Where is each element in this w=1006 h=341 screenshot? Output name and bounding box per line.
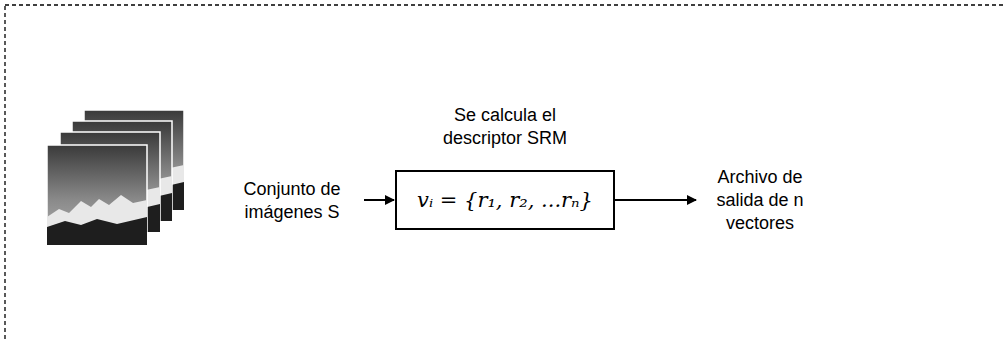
image-thumbnail — [47, 145, 147, 245]
input-label: Conjunto de imágenes S — [222, 178, 362, 224]
process-node: Se calcula el descriptor SRM vᵢ = {r₁, r₂… — [395, 104, 615, 230]
formula: vᵢ = {r₁, r₂, ...rₙ} — [407, 187, 603, 213]
process-heading: Se calcula el descriptor SRM — [430, 104, 580, 150]
output-arrow — [615, 199, 696, 201]
dashed-border — [5, 5, 1006, 341]
process-box: vᵢ = {r₁, r₂, ...rₙ} — [395, 170, 615, 230]
output-label: Archivo de salida de n vectores — [700, 166, 820, 235]
input-arrow — [364, 199, 394, 201]
